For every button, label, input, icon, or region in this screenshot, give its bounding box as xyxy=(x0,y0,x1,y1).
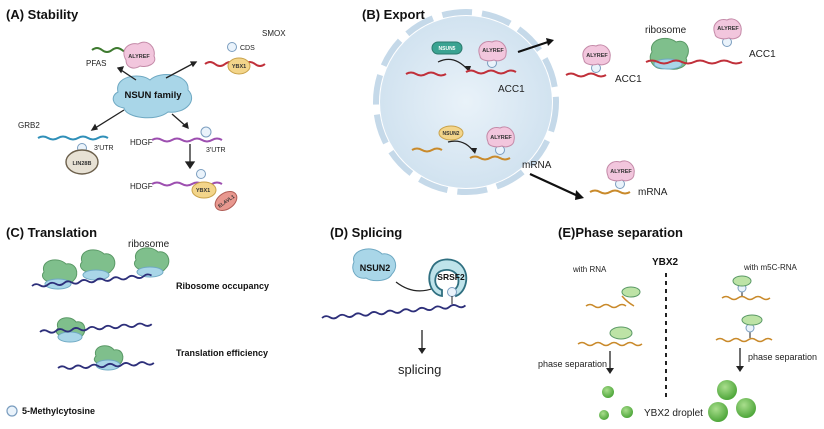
nsun2-label-b: NSUN2 xyxy=(443,131,460,137)
export-arrow-1 xyxy=(517,40,549,54)
nsun5-arrow xyxy=(437,58,469,71)
alyref-label-a: ALYREF xyxy=(128,54,150,60)
nsun2-arrowhead-b xyxy=(471,148,477,154)
ybx1-label-b: YBX1 xyxy=(196,188,210,194)
srsf2-protein: SRSF2 xyxy=(428,258,468,304)
cds-label: CDS xyxy=(240,45,255,52)
ribosome-occupancy-label: Ribosome occupancy xyxy=(176,281,269,291)
acc1-rna-nucleus-2 xyxy=(465,69,517,75)
splicing-rna xyxy=(321,304,467,320)
hdgf-rna-1 xyxy=(151,137,223,143)
smox-label: SMOX xyxy=(262,29,286,38)
nsun2-protein-b: NSUN2 xyxy=(438,125,464,141)
ybx1-elavl1-complex: YBX1 ELAVL1 xyxy=(191,169,238,212)
nsun5-label: NSUN5 xyxy=(439,46,456,52)
m5c-mark-a1 xyxy=(200,126,212,138)
phase-separation-right-label: phase separation xyxy=(748,352,817,362)
ybx2-droplet-label: YBX2 droplet xyxy=(644,408,703,419)
alyref-protein-b4: ALYREF xyxy=(486,126,515,155)
hdgf-label-2: HDGF xyxy=(130,182,153,191)
translation-row-2 xyxy=(39,317,155,371)
alyref-protein-b1: ALYREF xyxy=(478,40,507,68)
with-m5c-label: with m5C-RNA xyxy=(743,263,798,272)
m5c-legend-label: 5-Methylcytosine xyxy=(22,406,95,416)
ybx2-label: YBX2 xyxy=(652,257,679,268)
stability-arrows xyxy=(90,61,198,170)
mrna-nucleus-2 xyxy=(469,155,511,161)
mrna-label-1: mRNA xyxy=(522,160,552,171)
alyref-protein-b3: ALYREF xyxy=(713,18,742,47)
nsun2-protein-d: NSUN2 xyxy=(352,248,397,282)
ribosome-b xyxy=(649,37,689,70)
ybx1-protein-a: YBX1 xyxy=(227,42,251,75)
panel-b-title: (B) Export xyxy=(362,7,426,22)
alyref-protein-a: ALYREF xyxy=(123,41,156,69)
ybx2-rna-left xyxy=(577,286,643,347)
alyref-label-b4: ALYREF xyxy=(490,135,512,141)
ybx2-m5c-right xyxy=(715,275,773,343)
hdgf-utr-label: 3'UTR xyxy=(206,147,226,154)
large-droplets xyxy=(708,380,756,422)
hdgf-label-1: HDGF xyxy=(130,138,153,147)
small-droplets xyxy=(599,386,633,420)
ribosome-label-b: ribosome xyxy=(645,25,687,36)
panel-e-title: (E)Phase separation xyxy=(558,225,683,240)
export-arrowhead-1 xyxy=(546,38,554,46)
srsf2-label: SRSF2 xyxy=(437,272,465,282)
phase-arrowhead-left xyxy=(606,368,614,374)
acc1-rna-nucleus-1 xyxy=(405,71,447,77)
acc1-rna-cyto-2 xyxy=(645,59,743,65)
lin28b-protein: LIN28B xyxy=(65,143,99,175)
phase-arrowhead-right xyxy=(736,366,744,372)
with-rna-label: with RNA xyxy=(572,265,607,274)
m5c-legend-icon xyxy=(6,405,18,417)
nsun2-label-d: NSUN2 xyxy=(360,263,391,273)
phase-separation-left-label: phase separation xyxy=(538,359,607,369)
nsun-family-protein: NSUN family xyxy=(112,74,193,119)
export-arrowhead-2 xyxy=(575,190,584,200)
translation-efficiency-label: Translation efficiency xyxy=(176,348,268,358)
alyref-label-b2: ALYREF xyxy=(586,53,608,59)
splicing-arrowhead xyxy=(418,348,426,354)
mrna-cyto xyxy=(589,189,631,195)
acc1-label-3: ACC1 xyxy=(749,49,776,60)
nsun5-protein: NSUN5 xyxy=(431,41,463,55)
grb2-label: GRB2 xyxy=(18,121,40,130)
acc1-rna-cyto-1 xyxy=(565,72,607,78)
alyref-label-b5: ALYREF xyxy=(610,169,632,175)
splicing-result-label: splicing xyxy=(398,362,441,377)
panel-c-title: (C) Translation xyxy=(6,225,97,240)
alyref-label-b3: ALYREF xyxy=(717,26,739,32)
acc1-label-1: ACC1 xyxy=(498,84,525,95)
pfas-label: PFAS xyxy=(86,59,106,68)
panel-a-title: (A) Stability xyxy=(6,7,79,22)
panel-d-title: (D) Splicing xyxy=(330,225,402,240)
lin28b-label: LIN28B xyxy=(73,161,92,167)
grb2-rna xyxy=(37,135,109,141)
acc1-label-2: ACC1 xyxy=(615,74,642,85)
export-arrow-2 xyxy=(529,173,579,197)
nsun2-arrow-d xyxy=(395,281,435,292)
mrna-label-2: mRNA xyxy=(638,187,668,198)
translation-row-1 xyxy=(31,247,170,290)
mrna-nucleus-1 xyxy=(411,147,443,153)
ribosome-label-c: ribosome xyxy=(128,239,170,250)
alyref-label-b1: ALYREF xyxy=(482,48,504,54)
nsun-family-label: NSUN family xyxy=(124,90,182,101)
grb2-utr-label: 3'UTR xyxy=(94,145,114,152)
alyref-protein-b5: ALYREF xyxy=(606,160,635,189)
ybx1-label-a: YBX1 xyxy=(232,64,246,70)
alyref-protein-b2: ALYREF xyxy=(582,44,611,73)
